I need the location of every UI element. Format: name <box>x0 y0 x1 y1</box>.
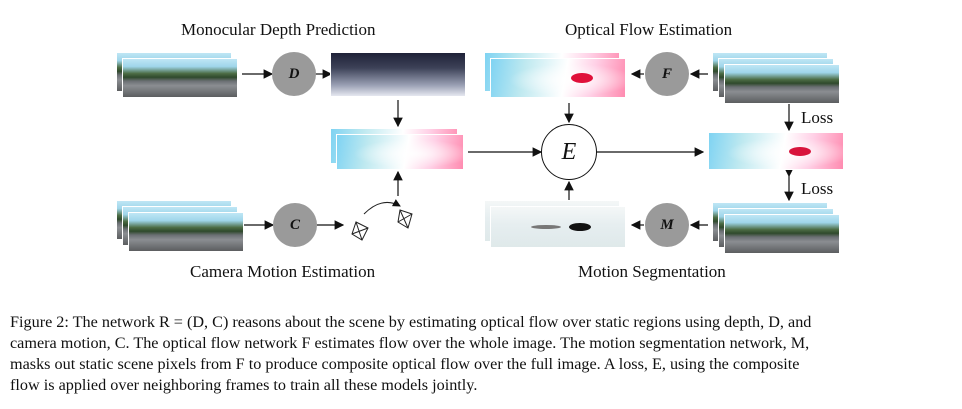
figure-caption: Figure 2: The network R = (D, C) reasons… <box>10 312 952 396</box>
motion-mask <box>490 206 626 248</box>
input-frame-seg <box>724 214 840 254</box>
diagram-connectors <box>242 69 794 241</box>
moving-object-blob <box>531 225 561 229</box>
flow-title: Optical Flow Estimation <box>565 20 733 39</box>
caption-line: camera motion, C. The optical flow netwo… <box>10 334 810 352</box>
depth-map <box>330 52 466 97</box>
depth-title: Monocular Depth Prediction <box>181 20 376 39</box>
optical-flow-image <box>490 58 626 98</box>
caption-line: masks out static scene pixels from F to … <box>10 355 800 373</box>
composite-flow-image <box>708 132 844 170</box>
depth-network-node: D <box>272 52 316 96</box>
loss-label-top: Loss <box>801 108 834 127</box>
input-frame-depth <box>122 58 238 98</box>
loss-node-e: E <box>541 124 597 180</box>
loss-label-bottom: Loss <box>801 179 834 198</box>
static-flow-image <box>336 134 464 170</box>
camera-network-node: C <box>273 203 317 247</box>
caption-line: flow is applied over neighboring frames … <box>10 376 478 394</box>
input-frame-flow <box>724 64 840 104</box>
segmentation-title: Motion Segmentation <box>578 262 726 281</box>
camera-title: Camera Motion Estimation <box>190 262 376 281</box>
caption-line: Figure 2: The network R = (D, C) reasons… <box>10 313 812 331</box>
flow-network-node: F <box>645 52 689 96</box>
moving-object-blob <box>569 223 591 231</box>
moving-object-blob <box>571 73 593 83</box>
input-frame-camera <box>128 212 244 252</box>
camera-pose-icon <box>351 199 413 241</box>
moving-object-blob <box>789 147 811 156</box>
segmentation-network-node: M <box>645 203 689 247</box>
